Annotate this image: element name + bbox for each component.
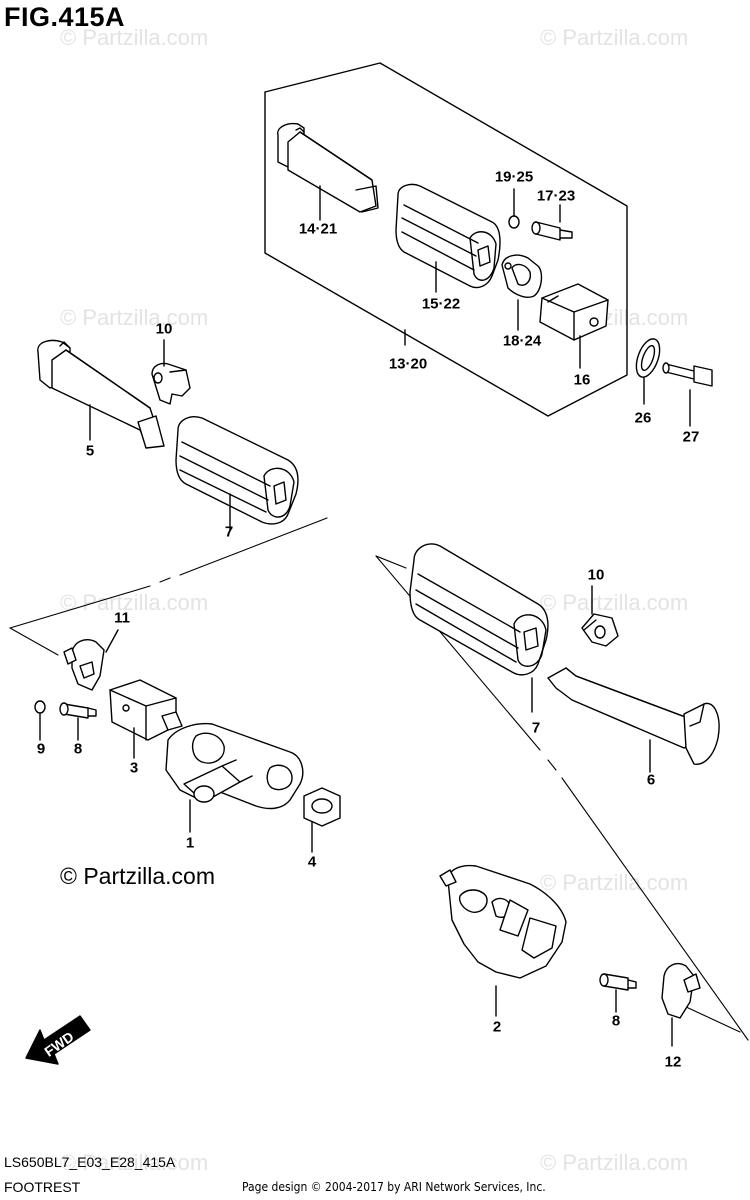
callout-18-24[interactable]: 18·24: [502, 332, 542, 350]
damper-10-right-drawing: [581, 613, 619, 647]
callout-6[interactable]: 6: [646, 771, 656, 789]
watermark: © Partzilla.com: [540, 1150, 689, 1175]
joint-3-drawing: [109, 679, 183, 741]
callout-14-21[interactable]: 14·21: [298, 220, 338, 238]
right-divider-lines: [375, 555, 749, 1041]
watermark: © Partzilla.com: [540, 590, 689, 615]
watermark: © Partzilla.com: [540, 25, 689, 50]
left-divider-lines: [9, 517, 328, 656]
callout-26[interactable]: 26: [634, 409, 652, 427]
model-code: LS650BL7_E03_E28_415A: [4, 1154, 176, 1170]
clip-19-25-drawing: [508, 215, 520, 229]
fwd-arrow-drawing: [25, 1015, 91, 1065]
callout-12[interactable]: 12: [664, 1053, 682, 1071]
watermark: © Partzilla.com: [540, 870, 689, 895]
footrest-bracket-6-drawing: [547, 667, 720, 765]
nut-4-drawing: [303, 787, 341, 827]
footrest-bracket-1-drawing: [165, 722, 304, 810]
footrest-bracket-14-21-drawing: [277, 122, 379, 213]
callout-19-25[interactable]: 19·25: [494, 168, 534, 186]
copyright-notice: © Partzilla.com: [60, 863, 215, 889]
section-name: FOOTREST: [4, 1179, 81, 1195]
footer-credit: Page design © 2004-2017 by ARI Network S…: [242, 1180, 546, 1194]
callout-10-right[interactable]: 10: [587, 566, 605, 584]
callout-13-20[interactable]: 13·20: [388, 355, 428, 373]
washer-18-24-drawing: [501, 254, 543, 298]
callout-3[interactable]: 3: [129, 759, 139, 777]
footrest-rubber-7-drawing: [175, 416, 299, 525]
callout-5[interactable]: 5: [85, 442, 95, 460]
footrest-rubber-15-22-drawing: [395, 183, 501, 289]
callout-7[interactable]: 7: [224, 523, 234, 541]
watermark: © Partzilla.com: [60, 25, 209, 50]
figure-title: FIG.415A: [4, 2, 126, 32]
callout-2[interactable]: 2: [492, 1018, 502, 1036]
callout-17-23[interactable]: 17·23: [536, 187, 576, 205]
callout-9[interactable]: 9: [36, 740, 46, 758]
callout-1[interactable]: 1: [185, 834, 195, 852]
callout-15-22[interactable]: 15·22: [421, 295, 461, 313]
footrest-rubber-7-right-drawing: [409, 543, 549, 676]
footrest-bracket-5-drawing: [37, 339, 165, 449]
pin-8-right-drawing: [599, 973, 637, 991]
watermark: © Partzilla.com: [60, 590, 209, 615]
callout-27[interactable]: 27: [682, 428, 700, 446]
joint-16-drawing: [539, 283, 609, 341]
bolt-27-drawing: [662, 362, 713, 387]
callout-8[interactable]: 8: [73, 740, 83, 758]
clip-9-drawing: [34, 700, 46, 714]
footrest-bracket-2-drawing: [439, 864, 567, 979]
watermark: © Partzilla.com: [60, 1150, 209, 1175]
pivot-12-drawing: [661, 962, 701, 1019]
pin-8-drawing: [59, 702, 97, 719]
callout-7-right[interactable]: 7: [531, 719, 541, 737]
callout-8-right[interactable]: 8: [611, 1012, 621, 1030]
damper-10-drawing: [151, 362, 191, 405]
callout-4[interactable]: 4: [307, 853, 317, 871]
washer-26-drawing: [635, 338, 661, 378]
pivot-11-drawing: [63, 638, 105, 691]
assembly-13-20-outline: [264, 62, 628, 417]
watermark: © Partzilla.com: [60, 305, 209, 330]
callout-16[interactable]: 16: [573, 371, 591, 389]
callout-10[interactable]: 10: [155, 320, 173, 338]
callout-11[interactable]: 11: [114, 609, 130, 627]
pin-17-23-drawing: [531, 221, 573, 241]
